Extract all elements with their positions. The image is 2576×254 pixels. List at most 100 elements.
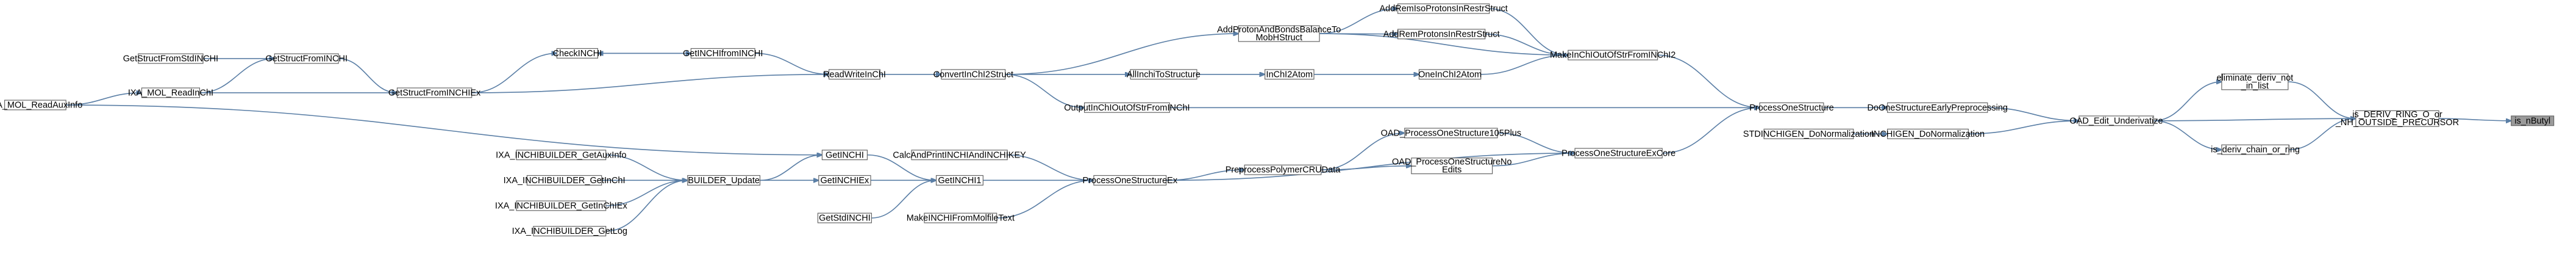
- node-box: [1574, 148, 1663, 159]
- graph-node-getauxinfo[interactable]: IXA_INCHIBUILDER_GetAuxInfo: [496, 150, 627, 161]
- graph-node-isnbutyl[interactable]: is_nButyl: [2511, 115, 2555, 126]
- node-label: GetStructFromINCHI: [265, 54, 348, 64]
- edge-getinchiex_b-to-builder_update: [605, 180, 688, 206]
- graph-node-oad-processone105[interactable]: OAD_ProcessOneStructure105Plus: [1381, 128, 1522, 138]
- graph-node-processonestructureex[interactable]: ProcessOneStructureEx: [1083, 175, 1178, 186]
- graph-node-addremiso[interactable]: AddRemIsoProtonsInRestrStruct: [1379, 3, 1508, 14]
- graph-node-donestructearly[interactable]: DoOneStructureEarlyPreprocessing: [1867, 102, 2008, 113]
- node-box: [396, 87, 473, 98]
- node-box: [935, 175, 983, 186]
- node-box: [1404, 128, 1498, 139]
- edge-donestructearly-to-oad_edit: [1987, 107, 2079, 121]
- node-label: CheckINCHI: [553, 49, 602, 59]
- graph-node-getstdinchi[interactable]: GetStdINCHI: [817, 212, 872, 223]
- edge-processonestructureexcore-to-processonestructure: [1662, 107, 1760, 154]
- node-box: [1083, 102, 1170, 113]
- graph-node-readinchi-ixa[interactable]: IXA_MOL_ReadInChI: [128, 87, 213, 98]
- edge-getauxinfo-to-builder_update: [605, 154, 688, 181]
- graph-node-getinchi1[interactable]: GetINCHI1: [935, 175, 983, 186]
- graph-node-getinchifrominchi[interactable]: GetINCHIfromINCHI: [683, 48, 763, 59]
- node-label: MakeInChIOutOfStrFromINChI2: [1550, 51, 1675, 60]
- node-label: PreprocessPolymerCRUData: [1226, 165, 1341, 175]
- node-label: OAD_ProcessOneStructureNo: [1392, 158, 1512, 167]
- graph-node-oneinchi2atom[interactable]: OneInChI2Atom: [1418, 69, 1482, 79]
- node-box: [2355, 110, 2439, 127]
- node-label: OAD_ProcessOneStructure105Plus: [1381, 128, 1522, 138]
- node-box: [2511, 115, 2555, 126]
- node-box: [516, 200, 607, 211]
- graph-node-inchigen[interactable]: INCHIGEN_DoNormalization: [1871, 128, 1985, 139]
- graph-node-getinchiex[interactable]: GetINCHIEx: [818, 175, 871, 186]
- graph-node-readaux[interactable]: IXA_MOL_ReadAuxInfo: [0, 100, 82, 110]
- node-label: ConvertInChI2Struct: [933, 70, 1013, 79]
- graph-node-getstd[interactable]: GetStructFromStdINCHI: [123, 53, 218, 64]
- node-box: [818, 175, 871, 186]
- node-box: [687, 175, 761, 186]
- node-box: [2078, 115, 2154, 126]
- node-label: is_deriv_chain_or_ring: [2211, 145, 2300, 155]
- graph-node-getinchi-b[interactable]: IXA_INCHIBUILDER_GetInChI: [504, 175, 626, 186]
- node-box: [911, 150, 1008, 161]
- graph-node-inchi2atom[interactable]: InChI2Atom: [1265, 69, 1315, 80]
- edge-addproton-to-addremiso: [1319, 9, 1397, 34]
- edge-addproton-to-makeinchiout: [1319, 33, 1568, 55]
- node-label: AddRemIsoProtonsInRestrStruct: [1379, 4, 1507, 14]
- node-label: is_DERIV_RING_O_or: [2352, 110, 2442, 120]
- graph-node-isderiv[interactable]: is_DERIV_RING_O_or_NH_OUTSIDE_PRECURSOR: [2335, 110, 2459, 128]
- graph-node-makeinchiout[interactable]: MakeInChIOutOfStrFromINChI2: [1550, 49, 1675, 60]
- node-label: MakeINCHIFromMolfileText: [907, 214, 1015, 223]
- node-label: IXA_MOL_ReadInChI: [128, 88, 213, 98]
- node-box: [1093, 175, 1167, 186]
- node-box: [821, 150, 868, 161]
- node-label: GetStructFromINCHIEx: [388, 88, 481, 98]
- node-label: OutputInChIOutOfStrFromINChI: [1064, 103, 1190, 113]
- graph-node-processonestructureexcore[interactable]: ProcessOneStructureExCore: [1561, 148, 1675, 158]
- node-box: [141, 87, 201, 98]
- edge-addremiso-to-makeinchiout: [1489, 8, 1568, 55]
- node-box: [138, 53, 204, 64]
- node-box: [1244, 164, 1322, 175]
- node-box: [274, 53, 339, 64]
- edge-isderivchain-to-isderiv: [2289, 118, 2356, 150]
- node-label: _NH_OUTSIDE_PRECURSOR: [2335, 118, 2459, 128]
- graph-node-getinchi[interactable]: GetINCHI: [821, 150, 868, 161]
- graph-node-getinchiex-b[interactable]: IXA_INCHIBUILDER_GetInChIEx: [495, 200, 628, 211]
- edge-oad_edit-to-isderivchain: [2153, 120, 2222, 150]
- graph-node-getstructinchi[interactable]: GetStructFromINCHI: [265, 53, 348, 64]
- graph-node-convertinchi2struct[interactable]: ConvertInChI2Struct: [933, 69, 1013, 80]
- graph-node-elim[interactable]: eliminate_deriv_not_in_list: [2216, 73, 2293, 91]
- graph-node-readwriteinchi[interactable]: ReadWriteInChI: [823, 69, 886, 80]
- graph-node-addremprot[interactable]: AddRemProtonsInRestrStruct: [1383, 29, 1500, 39]
- node-label: IXA_INCHIBUILDER_GetAuxInfo: [496, 150, 626, 160]
- node-label: _in_list: [2241, 81, 2269, 91]
- edge-addremprot-to-makeinchiout: [1485, 33, 1568, 55]
- node-label: IXA_INCHIBUILDER_GetInChIEx: [495, 201, 628, 211]
- node-box: [941, 69, 1006, 80]
- graph-node-getlog[interactable]: IXA_INCHIBUILDER_GetLog: [512, 226, 627, 236]
- node-box: [1265, 69, 1315, 80]
- nodes-layer: IXA_MOL_ReadAuxInfo GetStructFromStdINCHI…: [0, 3, 2555, 236]
- edge-getinchifrominchi-to-readwriteinchi: [755, 53, 829, 74]
- node-box: [828, 69, 880, 80]
- graph-node-oad-edit[interactable]: OAD_Edit_Underivatize: [2069, 115, 2163, 126]
- graph-node-makeinchifrommol[interactable]: MakeINCHIFromMolfileText: [907, 212, 1015, 223]
- graph-node-builder-update[interactable]: BUILDER_Update: [687, 175, 761, 186]
- graph-node-stdinchigen[interactable]: STDINCHIGEN_DoNormalization: [1743, 128, 1874, 139]
- edge-getinchi-to-getinchi1: [867, 154, 936, 181]
- edge-calcandprint-to-processonestructureex: [1007, 154, 1094, 181]
- graph-node-checkinchi[interactable]: CheckINCHI: [553, 48, 602, 59]
- graph-node-calcandprint[interactable]: CalcAndPrintINCHIAndINCHIKEY: [893, 150, 1026, 160]
- graph-node-preprocesspolymer[interactable]: PreprocessPolymerCRUData: [1226, 164, 1341, 175]
- node-box: [1759, 102, 1824, 113]
- graph-node-outputinchiout[interactable]: OutputInChIOutOfStrFromINChI: [1064, 102, 1190, 113]
- graph-node-processonestructure[interactable]: ProcessOneStructure: [1749, 102, 1834, 113]
- node-label: GetINCHI: [826, 150, 864, 160]
- node-box: [1130, 69, 1197, 80]
- graph-node-isderivchain[interactable]: is_deriv_chain_or_ring: [2211, 144, 2300, 155]
- node-box: [516, 150, 607, 161]
- edge-getstructinchiex-to-readwriteinchi: [471, 74, 829, 93]
- graph-node-getstructinchiex[interactable]: GetStructFromINCHIEx: [388, 87, 481, 98]
- graph-node-allinchitostructure[interactable]: AllInchiToStructure: [1127, 69, 1201, 80]
